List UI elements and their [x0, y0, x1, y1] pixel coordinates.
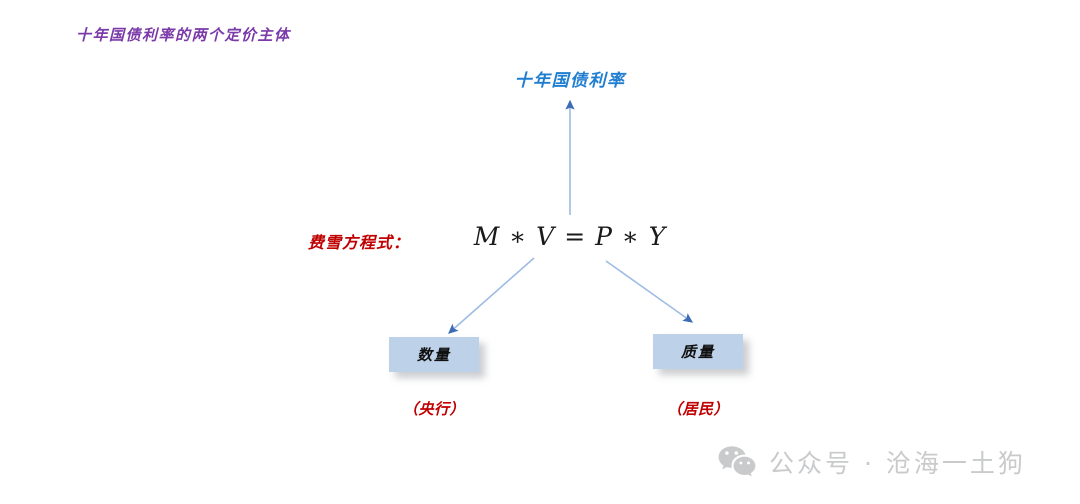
- node-box-quantity[interactable]: 数量: [389, 337, 479, 372]
- watermark-text: 公众号 · 沧海一土狗: [769, 449, 1026, 478]
- node-box-quality[interactable]: 质量: [653, 334, 743, 369]
- node-label-ten-year-rate: 十年国债利率: [0, 66, 1080, 91]
- equation-formula-text: M ∗ V = P ∗ Y: [473, 222, 667, 251]
- sublabel-quantity: （央行）: [402, 400, 465, 418]
- equation-caption: 费雪方程式：: [308, 233, 411, 252]
- node-box-quality-label: 质量: [680, 343, 715, 361]
- arrow-equation-to-quality: [605, 260, 694, 323]
- watermark: 公众号 · 沧海一土狗: [718, 444, 1026, 480]
- sublabel-quality: （居民）: [666, 400, 729, 418]
- wechat-icon: [718, 446, 756, 477]
- equation-formula: M ∗ V = P ∗ Y: [0, 222, 1080, 251]
- page-title: 十年国债利率的两个定价主体: [76, 26, 291, 44]
- arrow-equation-to-quantity: [448, 257, 535, 334]
- node-label-ten-year-rate-text: 十年国债利率: [514, 71, 626, 91]
- node-box-quantity-label: 数量: [416, 346, 451, 364]
